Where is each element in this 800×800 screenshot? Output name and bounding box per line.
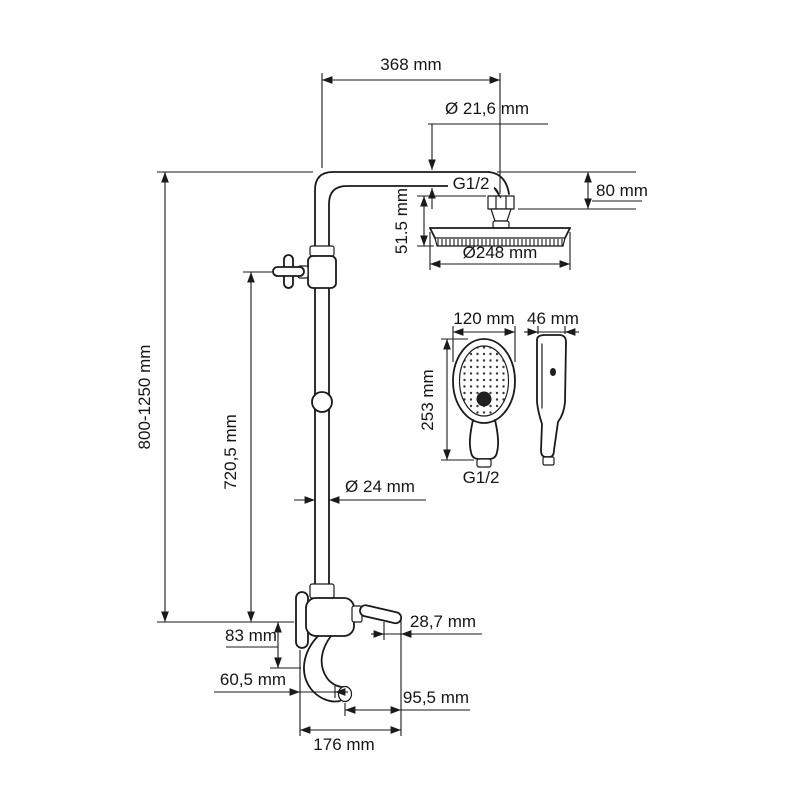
dim-mixer-height-label: 83 mm [225,626,277,645]
dim-arm-offset-label: 368 mm [380,55,441,74]
dim-column-pipe-diameter-label: Ø 24 mm [345,477,415,496]
dim-lever-overhang: 28,7 mm [371,612,482,736]
dim-mixer-depth: 176 mm [299,650,401,754]
hand-shower-handle [469,419,499,460]
diverter-body [307,255,337,289]
hand-shower-front-view [452,338,516,468]
arm-thread-label: G1/2 [448,174,502,199]
mixer-lever [359,604,403,625]
dim-arm-pipe-diameter-label: Ø 21,6 mm [445,99,529,118]
dimensions: 368 mm Ø 21,6 mm G1/2 80 mm [135,55,648,754]
dim-handshower-depth-label: 46 mm [527,309,579,328]
mode-button-side [550,368,556,376]
dim-diverter-height-label: 720,5 mm [221,414,240,490]
dim-handshower-width: 120 mm [452,309,516,362]
dim-arm-pipe-diameter: Ø 21,6 mm [428,99,548,209]
spray-nozzle-band [437,239,563,246]
shower-column-and-arm [314,171,490,585]
dim-column-pipe-diameter: Ø 24 mm [294,477,426,504]
dim-head-diameter-label: Ø248 mm [463,243,538,262]
mode-button [476,391,492,407]
dim-arm-offset: 368 mm [321,55,501,194]
dim-head-drop-label: 80 mm [596,181,648,200]
dim-handshower-length-label: 253 mm [418,369,437,430]
dim-spout-to-lever: 95,5 mm [344,688,470,716]
dim-diverter-height: 720,5 mm [221,271,272,622]
slider-knob [311,391,333,413]
dim-lever-overhang-label: 28,7 mm [410,612,476,631]
dim-handshower-length: 253 mm [418,338,474,461]
dim-handshower-width-label: 120 mm [453,309,514,328]
dim-mixer-height: 83 mm [225,622,301,669]
dim-head-drop: 80 mm [497,171,648,210]
cross-handle-horizontal [272,266,305,277]
spray-face [458,345,510,417]
hand-shower-side-view [536,334,567,466]
dim-head-height: 51.5 mm [392,188,486,254]
dim-mixer-depth-label: 176 mm [313,735,374,754]
dim-handshower-depth: 46 mm [524,309,579,336]
dim-column-height: 800-1250 mm [135,171,313,623]
dim-spout-reach: 60,5 mm [214,670,348,698]
overhead-arm-connector [487,171,515,229]
spout-outlet [337,685,353,703]
diverter-assembly [272,245,337,289]
dim-head-height-label: 51.5 mm [392,188,411,254]
dim-column-height-label: 800-1250 mm [135,345,154,450]
overhead-shower-head [429,227,571,247]
arm-thread-text: G1/2 [453,174,490,193]
handshower-thread-label: G1/2 [463,468,500,487]
dim-head-diameter: Ø248 mm [429,232,571,270]
dim-spout-to-lever-label: 95,5 mm [403,688,469,707]
dim-spout-reach-label: 60,5 mm [220,670,286,689]
mixer-body [305,597,355,637]
mixer-assembly [295,583,403,703]
handle-connector [476,458,492,468]
